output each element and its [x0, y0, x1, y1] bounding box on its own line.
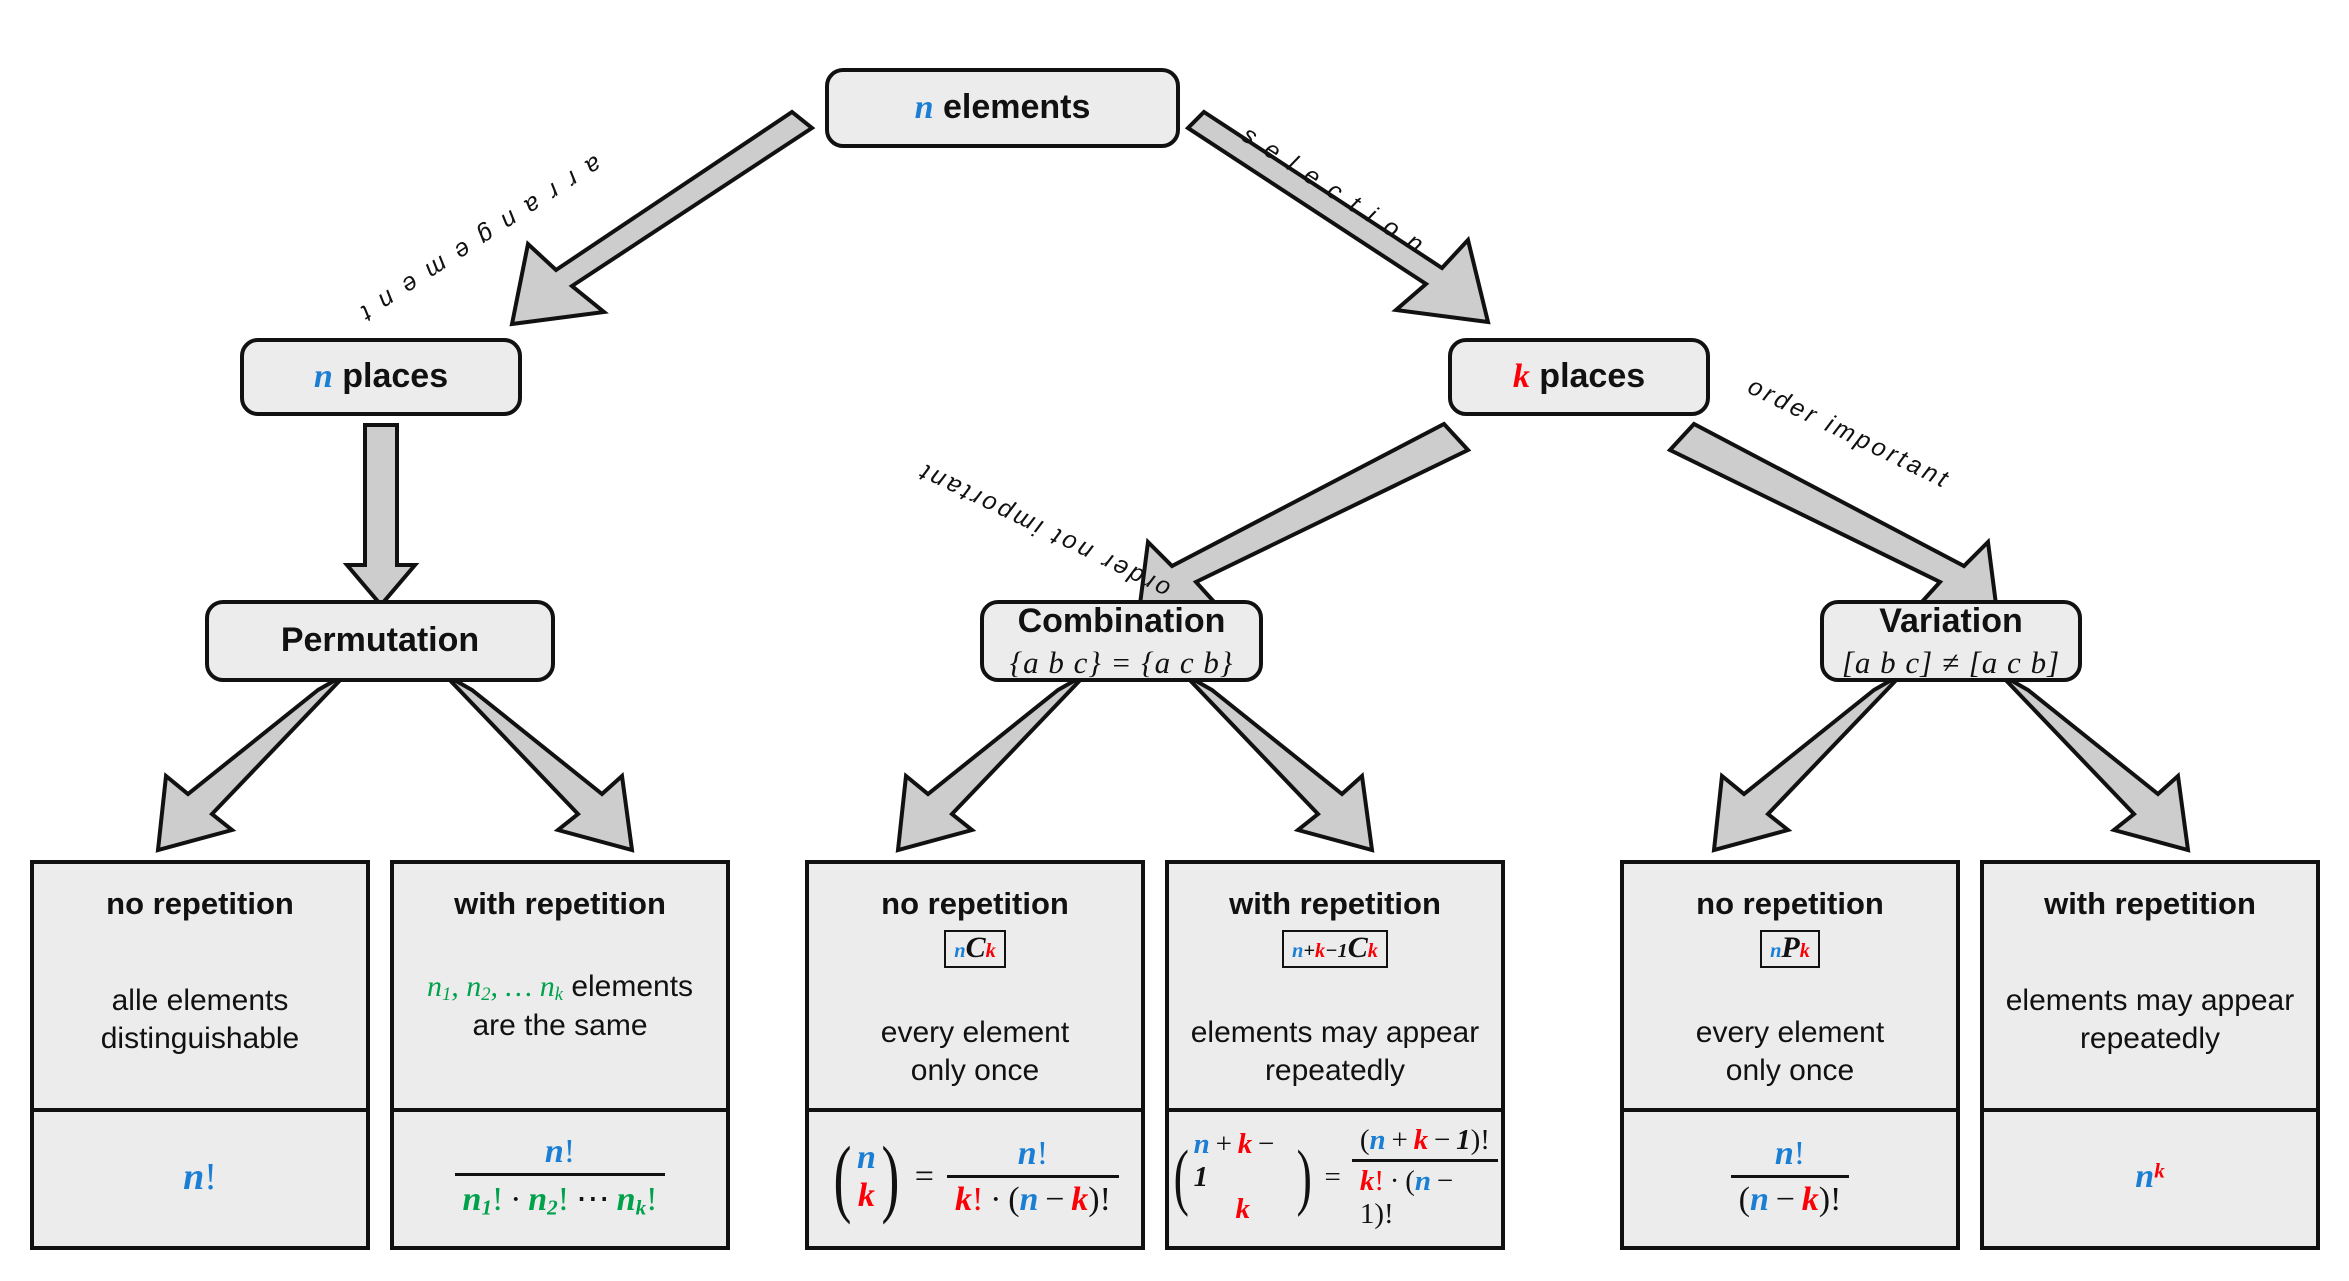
leaf-formula: ( n + k − 1 k ) = (n + k − 1)! k! · (n −…: [1169, 1108, 1501, 1246]
leaf-divider: [1620, 1108, 1960, 1112]
leaf-symbol-nPk: nPk: [1760, 930, 1820, 968]
node-n-places-text: places: [342, 357, 449, 396]
arrow-permutation: [342, 423, 420, 609]
leaf-divider: [1165, 1108, 1505, 1112]
leaf-formula: n! n1! · n2! ⋯ nk!: [394, 1108, 726, 1246]
leaf-formula: n! (n − k)!: [1624, 1108, 1956, 1246]
leaf-permutation-no-repetition[interactable]: no repetition alle elements distinguisha…: [30, 860, 370, 1250]
edge-label-order-important: order important: [1743, 372, 1956, 495]
leaf-header: with repetition: [394, 864, 726, 1108]
arrow-perm-with-rep: [442, 672, 635, 853]
arrow-var-no-rep: [1711, 672, 1904, 853]
leaf-heading: with repetition: [1229, 886, 1441, 921]
desc-line-1: elements may appear: [2005, 984, 2295, 1017]
leaf-symbol-nCk: nCk: [944, 930, 1006, 968]
leaf-permutation-with-repetition[interactable]: with repetition n1, n2, … nk elements ar…: [390, 860, 730, 1250]
arrow-comb-with-rep: [1182, 672, 1375, 853]
leaf-heading: no repetition: [881, 886, 1069, 921]
leaf-heading: no repetition: [106, 886, 294, 921]
var-n: n: [914, 89, 934, 127]
node-n-elements-label: n elements: [914, 88, 1091, 127]
leaf-header: no repetition: [34, 864, 366, 1108]
edge-label-selection: s e l e c t i o n: [1236, 120, 1432, 261]
desc-line-1: elements may appear: [1190, 1016, 1480, 1049]
arrow-order-not-important: [1135, 421, 1472, 623]
node-n-elements-text: elements: [942, 88, 1091, 127]
node-k-places-label: k places: [1512, 357, 1646, 396]
leaf-description: every element only once: [809, 1014, 1141, 1091]
node-variation[interactable]: Variation [a b c] ≠ [a c b]: [1820, 600, 2082, 682]
arrow-arrangement: [509, 109, 816, 327]
leaf-header: no repetition nCk: [809, 864, 1141, 1108]
leaf-divider: [1980, 1108, 2320, 1112]
leaf-heading: no repetition: [1696, 886, 1884, 921]
leaf-description: every element only once: [1624, 1014, 1956, 1091]
arrow-selection: [1184, 109, 1491, 325]
leaf-combination-with-repetition[interactable]: with repetition n+k−1Ck elements may app…: [1165, 860, 1505, 1250]
edge-label-order-not-important: order not important: [912, 456, 1175, 604]
var-n: n: [313, 358, 333, 396]
leaf-description: elements may appear repeatedly: [1169, 1014, 1501, 1091]
node-permutation[interactable]: Permutation: [205, 600, 555, 682]
node-n-places[interactable]: n places: [240, 338, 522, 416]
node-variation-example: [a b c] ≠ [a c b]: [1841, 644, 2061, 680]
leaf-description: n1, n2, … nk elements are the same: [394, 968, 726, 1045]
leaf-symbol-npkm1Ck: n+k−1Ck: [1282, 930, 1388, 968]
var-k: k: [1512, 358, 1530, 396]
leaf-header: no repetition nPk: [1624, 864, 1956, 1108]
node-n-elements[interactable]: n elements: [825, 68, 1180, 148]
desc-line-2: are the same: [472, 1008, 648, 1042]
leaf-description: elements may appear repeatedly: [1984, 982, 2316, 1059]
desc-line-1: every element: [1695, 1016, 1885, 1049]
leaf-header: with repetition n+k−1Ck: [1169, 864, 1501, 1108]
leaf-variation-with-repetition[interactable]: with repetition elements may appear repe…: [1980, 860, 2320, 1250]
node-combination-example: {a b c} = {a c b}: [1009, 644, 1234, 680]
desc-line-1: n1, n2, … nk elements: [426, 970, 694, 1006]
node-combination-label: Combination: [1017, 602, 1226, 641]
leaf-divider: [30, 1108, 370, 1112]
desc-line-2: repeatedly: [1264, 1054, 1406, 1088]
node-combination[interactable]: Combination {a b c} = {a c b}: [980, 600, 1263, 682]
leaf-heading: with repetition: [2044, 886, 2256, 921]
leaf-divider: [805, 1108, 1145, 1112]
desc-line-1: every element: [880, 1016, 1070, 1049]
node-k-places-text: places: [1539, 357, 1646, 396]
node-permutation-label: Permutation: [280, 621, 480, 660]
node-k-places[interactable]: k places: [1448, 338, 1710, 416]
leaf-divider: [390, 1108, 730, 1112]
desc-line-2: only once: [910, 1054, 1040, 1088]
arrow-order-important: [1666, 421, 2001, 623]
arrow-perm-no-rep: [155, 672, 348, 853]
desc-line-2: repeatedly: [2079, 1022, 2221, 1056]
desc-line-1: alle elements: [111, 984, 289, 1017]
leaf-heading: with repetition: [454, 886, 666, 921]
leaf-combination-no-repetition[interactable]: no repetition nCk every element only onc…: [805, 860, 1145, 1250]
arrow-var-with-rep: [1998, 672, 2191, 853]
edge-label-arrangement: a r r a n g e m e n t: [353, 149, 608, 329]
node-n-places-label: n places: [313, 357, 449, 396]
desc-line-2: distinguishable: [100, 1022, 300, 1056]
leaf-formula: n!: [183, 1156, 217, 1198]
node-variation-label: Variation: [1879, 602, 2023, 641]
desc-line-2: only once: [1725, 1054, 1855, 1088]
leaf-variation-no-repetition[interactable]: no repetition nPk every element only onc…: [1620, 860, 1960, 1250]
arrow-comb-no-rep: [895, 672, 1088, 853]
leaf-description: alle elements distinguishable: [34, 982, 366, 1059]
leaf-header: with repetition: [1984, 864, 2316, 1108]
